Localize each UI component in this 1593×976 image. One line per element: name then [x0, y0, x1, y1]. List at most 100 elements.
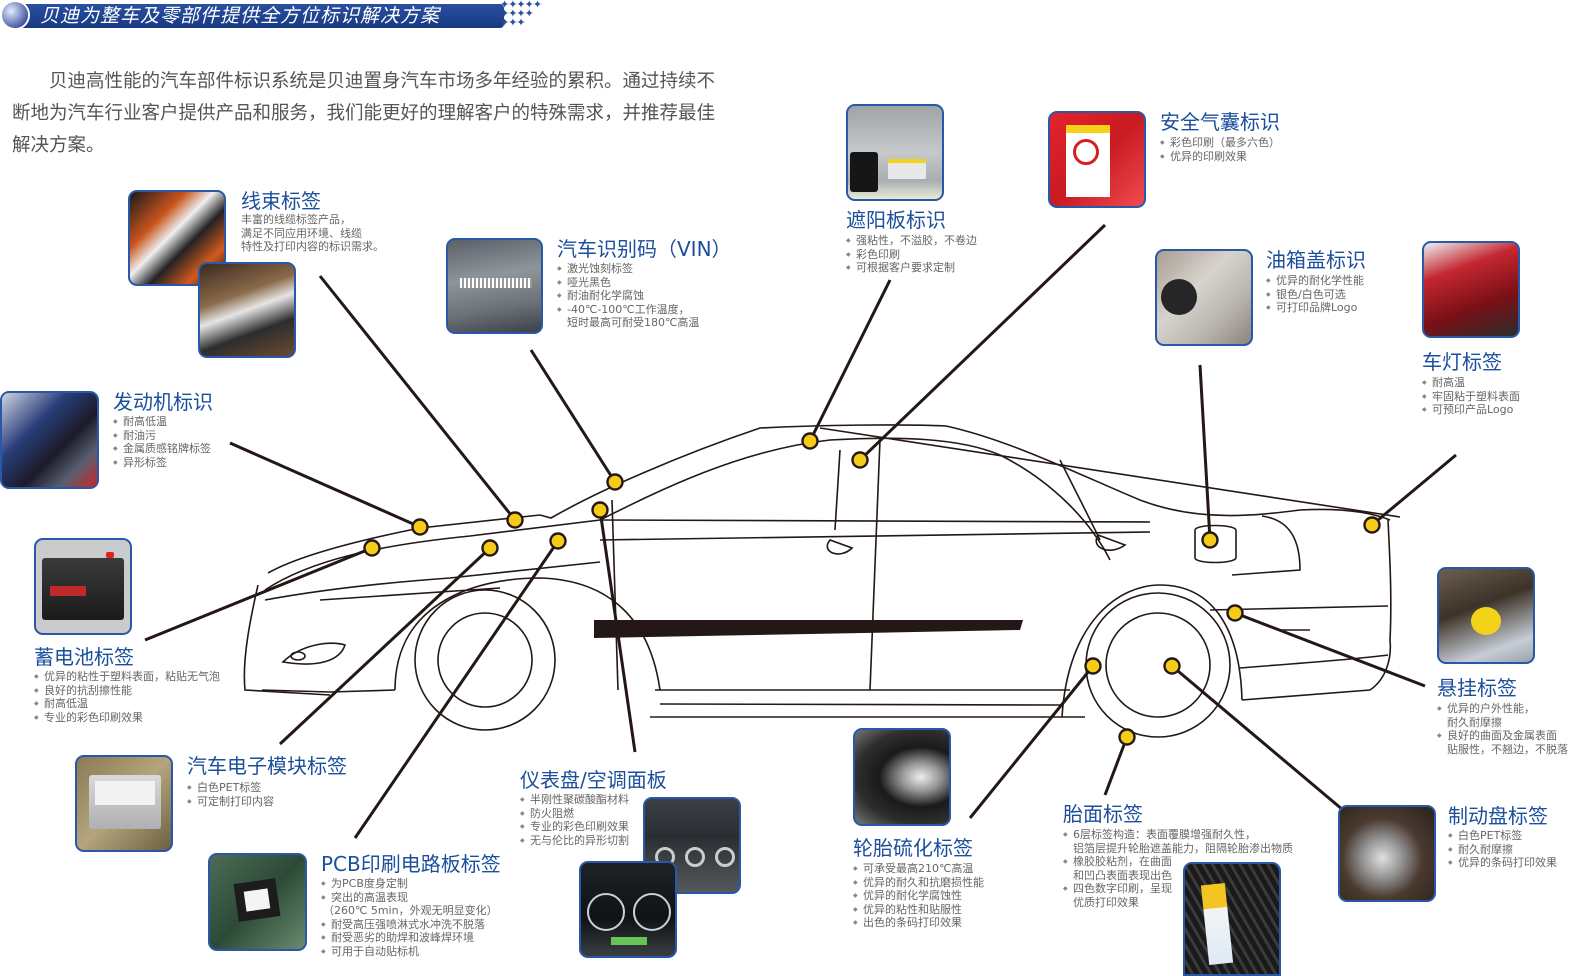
tire-cure-bullets: 可承受最高210℃高温 优异的耐久和抗磨损性能 优异的耐化学腐蚀性 优异的粘性和… — [853, 862, 984, 930]
visor-bullets: 强粘性，不溢胶，不卷边 彩色印刷 可根据客户要求定制 — [846, 234, 977, 275]
airbag-bullets: 彩色印刷（最多六色） 优异的印刷效果 — [1160, 136, 1280, 163]
leader-tire-cure — [968, 665, 1095, 819]
brake-bullet: 耐久耐摩擦 — [1448, 843, 1557, 857]
callout-tread — [1118, 728, 1136, 746]
battery-body — [42, 552, 124, 620]
tire-cure-bullet: 可承受最高210℃高温 — [853, 862, 984, 876]
leader-battery — [144, 546, 373, 642]
airbag-label-photo — [1048, 111, 1146, 208]
callout-fuel — [1201, 531, 1219, 549]
callout-lamp — [1363, 516, 1381, 534]
vin-title: 汽车识别码（VIN） — [557, 237, 732, 261]
vin-plate-photo — [446, 238, 543, 334]
brake-bullets: 白色PET标签 耐久耐摩擦 优异的条码打印效果 — [1448, 829, 1557, 870]
engine-bullet: 异形标签 — [113, 456, 211, 470]
tire-cure-bullet: 优异的耐化学腐蚀性 — [853, 889, 984, 903]
dash-bullets: 半刚性聚碳酸酯材料 防火阻燃 专业的彩色印刷效果 无与伦比的异形切割 — [520, 793, 629, 847]
airbag-bullet: 优异的印刷效果 — [1160, 150, 1280, 164]
gauge-icon — [587, 893, 625, 931]
engine-title: 发动机标识 — [113, 390, 213, 414]
callout-pcb — [549, 532, 567, 550]
ecu-label — [95, 781, 155, 805]
battery-terminal — [106, 552, 114, 558]
intro-paragraph: 贝迪高性能的汽车部件标识系统是贝迪置身汽车市场多年经验的累积。通过持续不断地为汽… — [12, 66, 717, 162]
battery-brand-label — [50, 586, 86, 596]
sun-visor-photo — [846, 104, 944, 201]
brake-disc-photo — [1338, 805, 1436, 902]
suspension-title: 悬挂标签 — [1437, 676, 1517, 700]
brake-bullet: 优异的条码打印效果 — [1448, 856, 1557, 870]
fuel-bullet: 可打印品牌Logo — [1266, 301, 1364, 315]
callout-harness — [506, 511, 524, 529]
callout-tire-cure — [1084, 657, 1102, 675]
engine-bullets: 耐高低温 耐油污 金属质感铭牌标签 异形标签 — [113, 415, 211, 469]
leader-ecu — [278, 546, 492, 746]
suspension-bullet: 良好的曲面及金属表面 — [1437, 729, 1568, 743]
banner-title: 贝迪为整车及零部件提供全方位标识解决方案 — [40, 5, 441, 27]
tire-tread-photo — [1183, 862, 1281, 976]
vin-bullet: -40℃-100℃工作温度， — [557, 303, 699, 317]
pcb-bullet: 可用于自动贴标机 — [321, 945, 498, 959]
lamp-bullet: 耐高温 — [1422, 376, 1520, 390]
wire-harness-photo — [128, 190, 226, 286]
tread-bullet-cont: 和凹凸表面表现出色 — [1073, 868, 1172, 882]
battery-bullet: 耐高低温 — [34, 697, 220, 711]
pcb-board-photo — [208, 853, 307, 951]
leader-lines — [144, 223, 1457, 839]
dash-bullet: 专业的彩色印刷效果 — [520, 820, 629, 834]
car-outline — [243, 424, 1401, 738]
vin-bullet: 激光蚀刻标签 — [557, 262, 699, 276]
tread-title: 胎面标签 — [1063, 802, 1143, 826]
dash-bullet: 半刚性聚碳酸酯材料 — [520, 793, 629, 807]
fuel-cap — [1161, 279, 1197, 315]
pcb-bullet: 突出的高温表现 — [321, 891, 498, 905]
callout-suspension — [1226, 604, 1244, 622]
visor-clip — [850, 152, 878, 192]
engine-bullet: 耐高低温 — [113, 415, 211, 429]
pcb-bullet: 为PCB度身定制 — [321, 877, 498, 891]
ecu-module-photo — [75, 755, 173, 852]
fuel-title: 油箱盖标识 — [1266, 248, 1366, 272]
tire-sidewall-photo — [853, 728, 951, 826]
suspension-bullet-cont: 贴服性，不翘边，不脱落 — [1447, 742, 1568, 756]
lamp-title: 车灯标签 — [1422, 350, 1502, 374]
battery-bullet: 专业的彩色印刷效果 — [34, 711, 220, 725]
side-molding — [594, 620, 1023, 638]
callout-visor — [801, 432, 819, 450]
tread-bullet: 6层标签构造：表面覆膜增强耐久性， — [1063, 828, 1293, 842]
engine-bullet: 金属质感铭牌标签 — [113, 442, 211, 456]
intro-text: 贝迪高性能的汽车部件标识系统是贝迪置身汽车市场多年经验的累积。通过持续不断地为汽… — [12, 71, 716, 156]
tread-bullet-cont: 优质打印效果 — [1073, 895, 1139, 909]
tire-cure-title: 轮胎硫化标签 — [853, 836, 973, 860]
callout-battery — [363, 539, 381, 557]
leader-visor — [808, 279, 892, 442]
suspension-bullet: 优异的户外性能， — [1437, 702, 1568, 716]
pcb-chip-label — [243, 888, 271, 912]
leader-lamp — [1371, 453, 1457, 527]
leader-fuel — [1198, 364, 1212, 541]
leader-suspension — [1234, 611, 1426, 688]
gauge-icon — [633, 893, 671, 931]
callout-engine — [411, 518, 429, 536]
pcb-bullet: 耐受恶劣的助焊和波峰焊环境 — [321, 931, 498, 945]
leader-tread — [1103, 736, 1129, 796]
lamp-bullets: 耐高温 牢固粘于塑料表面 可预印产品Logo — [1422, 376, 1520, 417]
fuel-bullets: 优异的耐化学性能 银色/白色可选 可打印品牌Logo — [1266, 274, 1364, 315]
harness-desc: 丰富的线缆标签产品， 满足不同应用环境、线缆 特性及打印内容的标识需求。 — [241, 213, 384, 254]
visor-bullet: 强粘性，不溢胶，不卷边 — [846, 234, 977, 248]
pcb-bullet: 耐受高压强喷淋式水冲洗不脱落 — [321, 918, 498, 932]
leader-engine — [229, 441, 421, 529]
visor-title: 遮阳板标识 — [846, 208, 946, 232]
airbag-bullet: 彩色印刷（最多六色） — [1160, 136, 1280, 150]
ecu-bullets: 白色PET标签 可定制打印内容 — [187, 781, 274, 808]
callout-dots — [363, 432, 1381, 746]
pcb-title: PCB印刷电路板标签 — [321, 852, 501, 876]
callout-vin — [606, 473, 624, 491]
leader-pcb — [353, 540, 560, 839]
battery-bullet: 良好的抗刮擦性能 — [34, 684, 220, 698]
airbag-title: 安全气囊标识 — [1160, 110, 1280, 134]
battery-photo — [34, 538, 132, 635]
tread-bullet: 橡胶胶粘剂，在曲面 — [1063, 855, 1293, 869]
dash-title: 仪表盘/空调面板 — [520, 768, 667, 792]
